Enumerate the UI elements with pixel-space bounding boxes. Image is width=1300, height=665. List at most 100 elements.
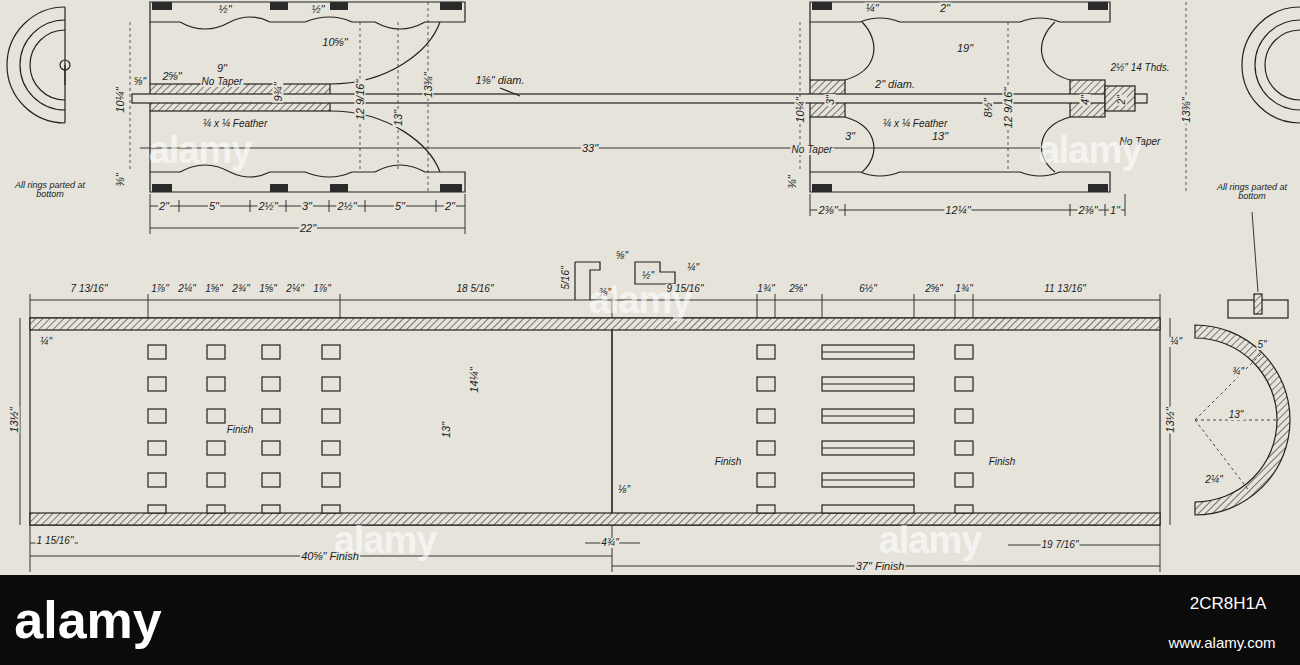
right-end-view: [1265, 30, 1300, 100]
dimension-label: 13⅜": [423, 71, 434, 98]
right-roller-section: [1088, 184, 1108, 192]
dimension-label: 11 13/16": [1043, 284, 1087, 294]
left-end-view: [64, 7, 65, 123]
dimension-lines: [286, 200, 287, 212]
dimension-label: ¼": [1169, 337, 1183, 347]
watermark: alamy: [1039, 131, 1142, 169]
dimension-lines: [179, 200, 180, 212]
cylinder-section: [207, 345, 225, 513]
dimension-label: 5": [208, 201, 220, 212]
left-roller-section: [330, 184, 348, 192]
dimension-lines: [30, 525, 31, 572]
dimension-label: Finish: [988, 457, 1017, 467]
left-roller-section: [152, 2, 172, 10]
dimension-label: No Taper: [791, 145, 834, 155]
dimension-label: 22": [299, 223, 317, 234]
extension-lines: [130, 22, 131, 172]
extension-lines: [398, 22, 399, 172]
dimension-lines: [973, 294, 974, 318]
dimension-label: ⅛": [617, 485, 631, 495]
dimension-label: 6½": [858, 284, 877, 294]
right-roller-section: [845, 22, 874, 80]
extension-lines: [130, 2, 1186, 192]
dimension-lines: [20, 318, 21, 525]
left-roller-section: [330, 2, 348, 10]
dimension-label: 3": [301, 201, 313, 212]
right-end-view: [1255, 20, 1300, 110]
dimension-label: 10¼": [115, 86, 126, 113]
dimension-label: 1 15/16": [36, 536, 75, 546]
watermark: alamy: [589, 281, 692, 319]
stock-id: www.alamy.com: [1168, 635, 1275, 650]
ring-detail: [1254, 294, 1262, 314]
dimension-label: 37" Finish: [855, 561, 906, 572]
left-roller-section: [330, 111, 440, 172]
left-roller-section: [270, 2, 288, 10]
dimension-label: 33": [581, 143, 599, 154]
dimension-label: 2½" 14 Thds.: [1109, 63, 1170, 73]
watermark: alamy: [879, 521, 982, 559]
dimension-label: 2⅜": [817, 205, 838, 216]
right-roller-section: [845, 117, 874, 172]
shaft: [132, 86, 1147, 111]
cylinder-end-view: [1195, 325, 1290, 515]
dimension-label: ⅜": [787, 174, 798, 189]
dimension-label: 13": [441, 421, 452, 439]
dimension-lines: [1008, 545, 1160, 546]
cylinder-section: [757, 345, 775, 513]
dimension-lines: [1252, 212, 1258, 292]
dimension-label: ½": [641, 271, 655, 281]
dimension-lines: [465, 194, 466, 234]
left-roller-section: [150, 2, 465, 29]
slot-detail: [574, 262, 575, 300]
dimension-label: 5": [1256, 340, 1267, 350]
cylinder-section: [822, 345, 914, 513]
cylinder-section: [262, 345, 280, 513]
dimension-label: ¼ x ¼ Feather: [882, 119, 948, 129]
dimension-label: 12¼": [944, 205, 971, 216]
dimension-lines: [340, 294, 341, 318]
dimension-lines: [955, 294, 956, 318]
shaft: [500, 88, 520, 96]
cylinder-end-view: [1195, 353, 1278, 492]
note-label: All rings parted at bottom: [10, 181, 90, 200]
dimension-label: 8½": [983, 97, 994, 118]
dimension-label: ⅝": [615, 251, 629, 261]
left-end-view: [7, 7, 70, 123]
dimension-label: 1⅝": [258, 284, 277, 294]
dimension-label: 18 5/16": [456, 284, 495, 294]
dimension-label: 12 9/16": [1003, 87, 1014, 130]
dimension-label: 2⅝": [788, 284, 807, 294]
right-roller-section: [810, 172, 1110, 192]
dimension-lines: [775, 294, 776, 318]
dimension-lines: [1160, 294, 1161, 318]
dimension-label: 1⅞": [312, 284, 331, 294]
dimension-lines: [1105, 204, 1106, 216]
dimension-label: 2⅝": [161, 71, 182, 82]
dimension-lines: [365, 200, 366, 212]
dimension-lines: [20, 148, 1258, 572]
dimension-label: 2" diam.: [874, 79, 916, 90]
cylinder-section: [611, 330, 613, 513]
dimension-label: 13½": [9, 406, 20, 433]
left-roller-section: [152, 184, 172, 192]
dimension-lines: [150, 194, 151, 234]
dimension-label: 1¾": [954, 284, 973, 294]
dimension-label: 2": [939, 3, 951, 14]
watermark: alamy: [149, 131, 252, 169]
left-end-view: [20, 20, 65, 110]
right-roller-section: [1088, 2, 1108, 10]
stock-logo: alamy: [14, 594, 161, 646]
dimension-lines: [436, 200, 437, 212]
dimension-lines: [1160, 525, 1161, 572]
dimension-lines: [329, 200, 330, 212]
dimension-lines: [612, 525, 613, 572]
dimension-lines: [1125, 194, 1126, 216]
dimension-lines: [250, 200, 251, 212]
dimension-label: 1¾": [756, 284, 775, 294]
dimension-label: 4¾": [600, 538, 619, 548]
dimension-label: 2": [444, 201, 456, 212]
paper-ground: [0, 0, 1300, 575]
dimension-label: ⅝": [133, 77, 147, 87]
